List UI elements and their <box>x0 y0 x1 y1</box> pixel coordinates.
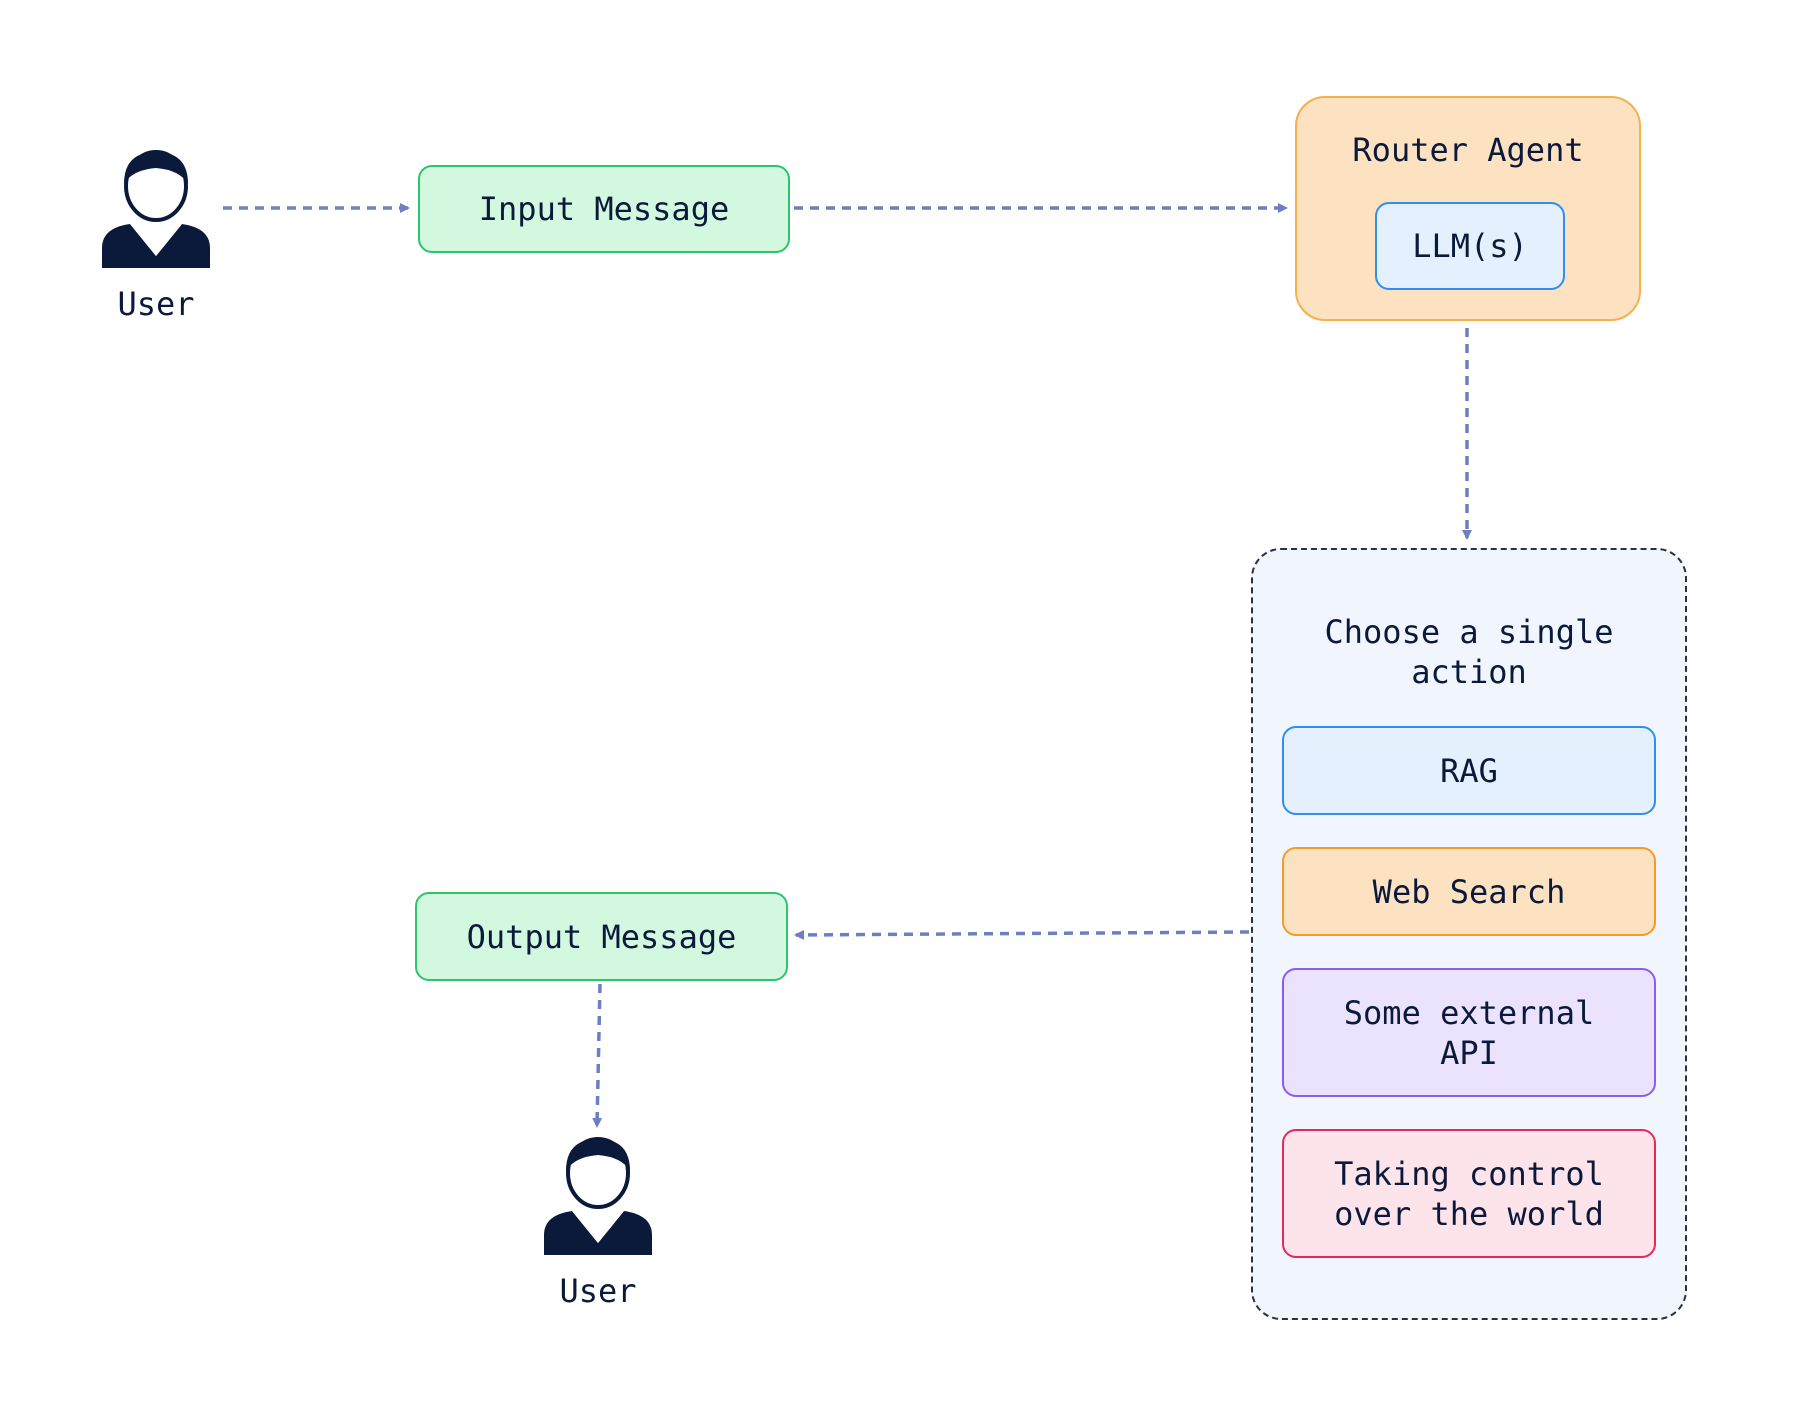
edge-output-to-user <box>592 983 603 1128</box>
user-top: User <box>96 148 216 324</box>
router-agent-label: Router Agent <box>1352 131 1584 169</box>
user-bottom-label: User <box>559 1272 637 1310</box>
edge-actions-to-output <box>794 929 1250 940</box>
llm-label: LLM(s) <box>1412 227 1528 265</box>
user-bottom: User <box>538 1135 658 1311</box>
action-web-search-label: Web Search <box>1372 872 1566 911</box>
router-agent-node: Router Agent LLM(s) <box>1295 96 1641 321</box>
input-message-label: Input Message <box>478 190 730 228</box>
action-group-title: Choose a single action <box>1324 613 1614 691</box>
action-take-control-label: Taking control over the world <box>1334 1154 1604 1233</box>
user-icon <box>544 1137 652 1255</box>
action-external-api: Some external API <box>1282 968 1656 1097</box>
output-message-node: Output Message <box>415 892 788 981</box>
input-message-node: Input Message <box>418 165 790 253</box>
action-external-api-label: Some external API <box>1343 993 1595 1072</box>
action-group: Choose a single action RAG Web Search So… <box>1251 548 1687 1320</box>
user-icon <box>102 150 210 268</box>
action-web-search: Web Search <box>1282 847 1656 936</box>
user-top-label: User <box>117 285 195 323</box>
action-take-control: Taking control over the world <box>1282 1129 1656 1258</box>
action-rag-label: RAG <box>1440 751 1498 790</box>
llm-node: LLM(s) <box>1375 202 1565 290</box>
action-rag: RAG <box>1282 726 1656 815</box>
output-message-label: Output Message <box>466 917 737 956</box>
